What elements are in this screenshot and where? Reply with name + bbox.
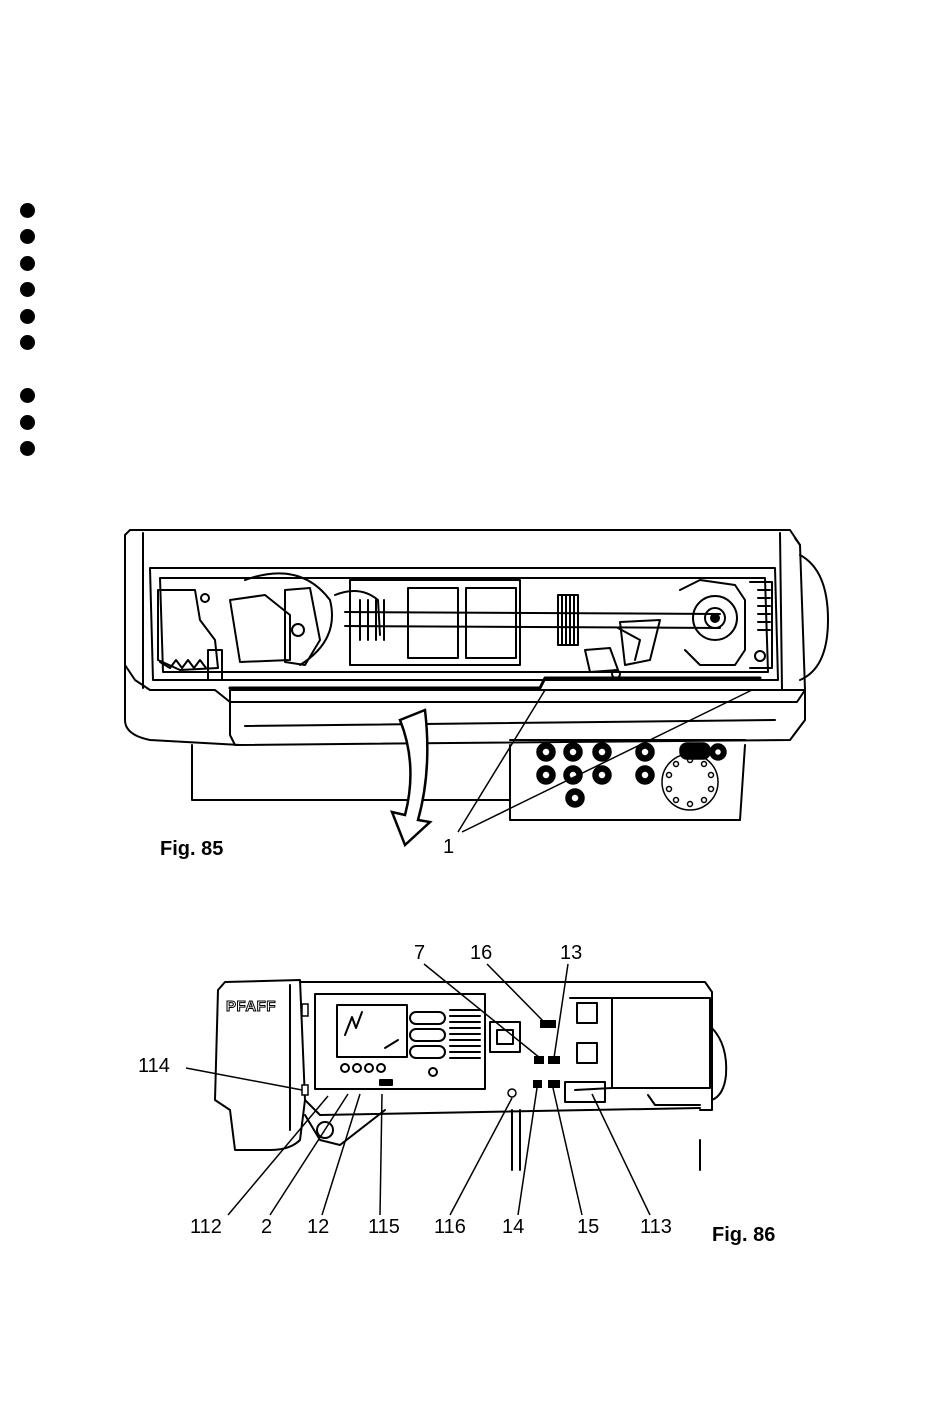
figure-86-caption: Fig. 86 bbox=[712, 1224, 775, 1247]
callout-12: 12 bbox=[307, 1216, 329, 1239]
callout-16: 16 bbox=[470, 942, 492, 965]
callout-15: 15 bbox=[577, 1216, 599, 1239]
callout-2: 2 bbox=[261, 1216, 272, 1239]
callout-113: 113 bbox=[640, 1216, 672, 1239]
callout-114: 114 bbox=[138, 1055, 170, 1078]
callout-116: 116 bbox=[434, 1216, 466, 1239]
callout-14: 14 bbox=[502, 1216, 524, 1239]
callout-115: 115 bbox=[368, 1216, 400, 1239]
callout-7: 7 bbox=[414, 942, 425, 965]
brand-logo: PFAFF bbox=[226, 998, 276, 1015]
callout-13: 13 bbox=[560, 942, 582, 965]
callout-112: 112 bbox=[190, 1216, 222, 1239]
